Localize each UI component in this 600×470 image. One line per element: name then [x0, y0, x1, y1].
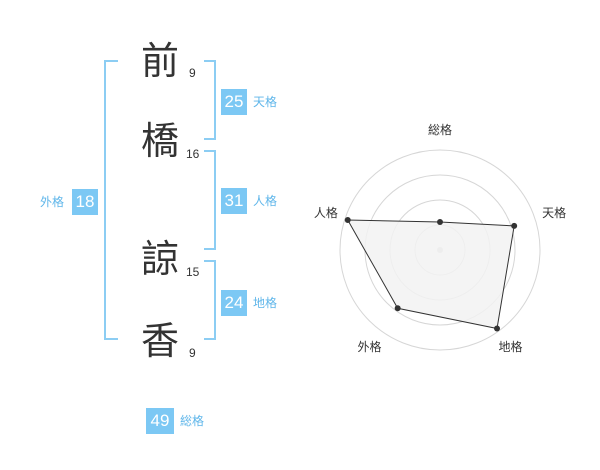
name-char-1: 前	[140, 39, 179, 83]
radar-point-4	[394, 305, 401, 312]
jinkaku-value: 31	[221, 188, 247, 214]
stroke-count-3: 15	[186, 265, 200, 279]
gaikaku-bracket	[104, 60, 118, 340]
chikaku-label: 地格	[253, 296, 278, 310]
radar-axis-label-2: 天格	[542, 205, 566, 220]
radar-point-2	[511, 222, 518, 229]
soukaku-label: 総格	[180, 414, 205, 428]
tenkaku-bracket	[204, 60, 216, 140]
chikaku-bracket	[204, 260, 216, 340]
jinkaku-label: 人格	[253, 194, 278, 208]
name-char-4: 香	[140, 319, 179, 363]
tenkaku-value: 25	[221, 89, 247, 115]
name-char-3: 諒	[140, 237, 179, 281]
radar-axis-label-1: 総格	[428, 122, 452, 137]
stroke-count-4: 9	[189, 346, 196, 360]
radar-value-polygon	[346, 219, 515, 330]
soukaku-value: 49	[146, 408, 174, 434]
chikaku-value: 24	[221, 290, 247, 316]
radar-point-3	[494, 325, 501, 332]
gaikaku-value: 18	[72, 189, 98, 215]
name-char-2: 橋	[140, 119, 179, 163]
radar-point-5	[344, 217, 351, 224]
tenkaku-label: 天格	[253, 95, 278, 109]
gaikaku-label: 外格	[40, 195, 65, 209]
radar-axis-label-4: 外格	[357, 339, 381, 354]
radar-grid-ring	[339, 149, 541, 351]
stroke-count-1: 9	[189, 66, 196, 80]
stroke-count-2: 16	[186, 147, 200, 161]
radar-axis-label-5: 人格	[314, 205, 338, 220]
radar-axis-label-3: 地格	[499, 339, 523, 354]
radar-point-1	[437, 219, 443, 225]
jinkaku-bracket	[204, 150, 216, 250]
